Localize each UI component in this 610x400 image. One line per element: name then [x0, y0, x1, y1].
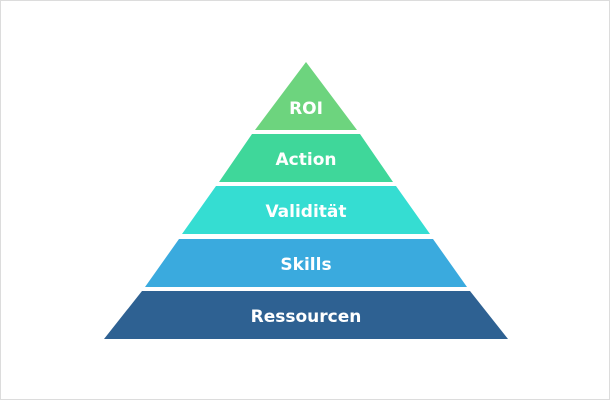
tier-ressourcen-shape: [104, 291, 508, 339]
tier-validitaet-label: Validität: [265, 202, 346, 222]
tier-action-shape: [219, 134, 393, 182]
tier-skills-shape: [145, 239, 467, 287]
tier-validitaet-shape: [182, 186, 430, 234]
tier-roi-shape: [255, 62, 357, 130]
tier-ressourcen-label: Ressourcen: [251, 307, 362, 327]
tier-action-label: Action: [276, 150, 337, 170]
tier-skills-label: Skills: [280, 255, 331, 275]
tier-roi-label: ROI: [289, 99, 323, 119]
